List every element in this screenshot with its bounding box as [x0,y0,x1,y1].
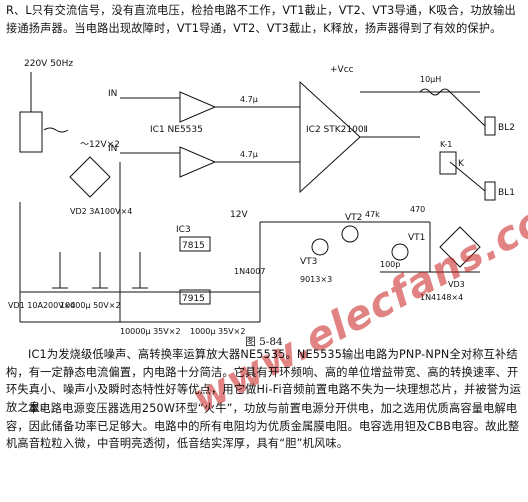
transistor-vt1 [391,243,409,261]
label-ic1: IC1 NE5535 [150,125,203,135]
label-cap-a: 10000μ 50V×2 [60,301,121,310]
label-vcc: +Vcc [330,65,354,75]
opamp-ic1-b [179,146,217,178]
regulator-7815 [179,236,211,252]
regulator-7915 [179,289,211,305]
circuit-schematic: 220V 50Hz ～12V×2 VD2 3A100V×4 VD1 10A200… [8,59,515,336]
label-vt1: VT1 [408,233,425,243]
label-vd3-type: 1N4148×4 [420,293,463,302]
amplifier-ic2 [299,80,361,194]
label-relay-k: K [458,159,465,169]
label-ic2: IC2 STK2100Ⅱ [306,125,368,135]
label-relay-k1: K-1 [440,140,452,149]
speaker-bl2 [484,116,496,136]
label-bl1: BL1 [498,188,515,198]
transistor-vt2 [341,225,359,243]
label-vt2: VT2 [345,213,362,223]
label-in-top: IN [108,89,117,99]
bridge-vd3 [439,226,481,268]
label-r-47k: 47k [365,210,380,219]
label-cap-d: 1000μ 35V×2 [190,327,245,336]
label-ac-12v: ～12V×2 [80,140,120,150]
opamp-ic1-a [179,91,217,123]
label-c-4-7: 4.7μ [240,95,258,104]
circuit-figure: 220V 50Hz ～12V×2 VD2 3A100V×4 VD1 10A200… [0,52,528,423]
label-12v: 12V [230,210,248,220]
label-7815: 7815 [182,241,205,251]
relay-k [439,151,457,175]
speaker-bl1 [484,181,496,201]
label-cap-b: 10000μ 35V×2 [120,327,181,336]
label-in-bottom: IN [108,144,117,154]
label-vd3: VD3 [448,280,465,289]
label-c-4-7-b: 4.7μ [240,150,258,159]
body-paragraph-power: 本电路电源变压器选用250W环型“火牛”，功放与前置电源分开供电，加之选用优质高… [6,402,520,450]
label-c-100p: 100p [380,260,400,269]
label-vd2: VD2 3A100V×4 [70,207,132,216]
label-7915: 7915 [182,294,205,304]
label-inductor: 10μH [420,75,441,84]
transformer-primary [19,111,43,153]
label-vd4: 1N4007 [234,267,265,276]
bridge-rectifier-vd2 [69,156,111,198]
figure-caption: 图 5-84 [245,336,283,348]
label-transformer-input: 220V 50Hz [24,59,73,69]
label-vd1: VD1 10A200V×4 [8,301,75,310]
body-paragraph-top: R、L只有交流信号，没有直流电压，检拾电路不工作，VT1截止，VT2、VT3导通… [6,4,516,35]
label-vt-types: 9013×3 [300,275,332,284]
label-vt3: VT3 [300,257,317,267]
body-paragraph-ic1: IC1为发烧级低噪声、高转换率运算放大器NE5535。NE5535输出电路为PN… [6,348,521,414]
transistor-vt3 [311,238,329,256]
label-ic3: IC3 [176,225,191,235]
label-bl2: BL2 [498,123,515,133]
label-r-470: 470 [410,205,425,214]
